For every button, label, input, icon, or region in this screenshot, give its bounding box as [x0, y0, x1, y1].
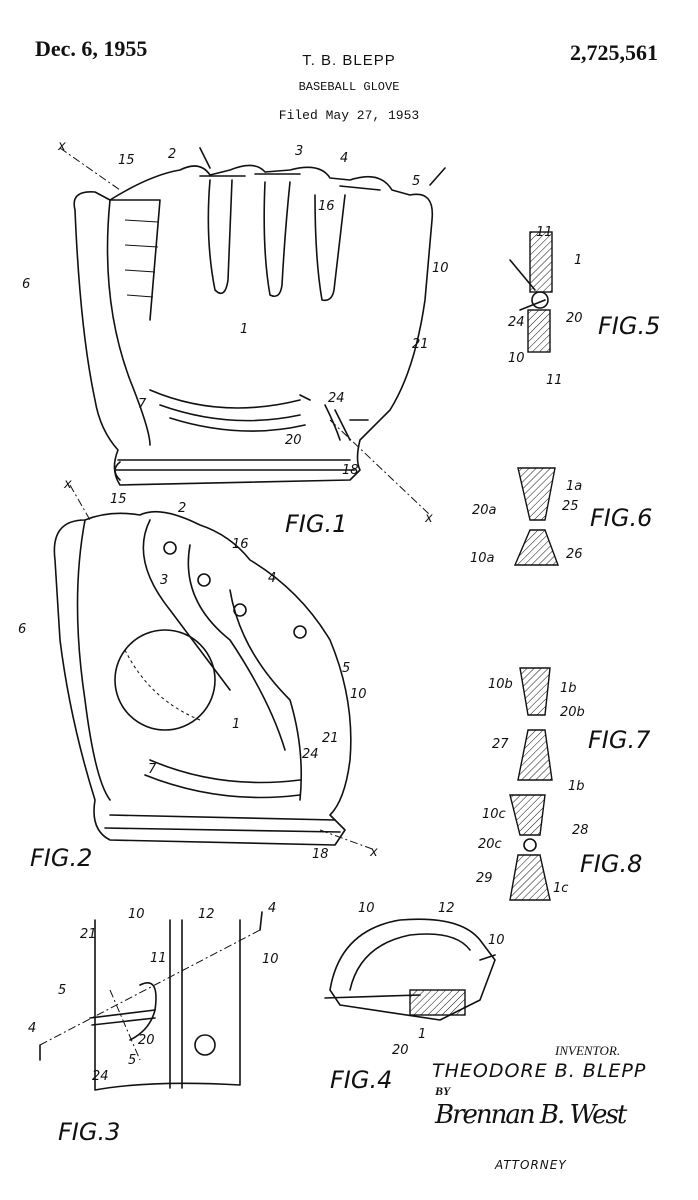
fig3-reference-numeral: 5 — [58, 983, 66, 998]
fig6-label: FIG.6 — [590, 504, 652, 532]
fig5-reference-numeral: 11 — [546, 373, 563, 388]
attorney-signature: Brennan B. West — [435, 1100, 627, 1130]
fig5-reference-numeral: 24 — [508, 315, 525, 330]
fig7-reference-numeral: 10b — [488, 677, 513, 692]
fig3-reference-numeral: 5 — [128, 1053, 136, 1068]
fig8-label: FIG.8 — [580, 850, 642, 878]
fig3-detail-drawing — [39, 911, 263, 1091]
fig2-reference-numeral: 18 — [312, 847, 329, 862]
fig6-section-drawing — [513, 467, 560, 566]
fig3-reference-numeral: 10 — [262, 952, 279, 967]
fig8-reference-numeral: 29 — [476, 871, 493, 886]
fig7-section-drawing — [517, 667, 553, 781]
fig3-reference-numeral: 21 — [80, 927, 97, 942]
fig7-reference-numeral: 27 — [492, 737, 509, 752]
fig6-reference-numeral: 10a — [470, 551, 495, 566]
fig7-reference-numeral: 1b — [568, 779, 585, 794]
fig1-reference-numeral: 6 — [22, 277, 30, 292]
fig3-label: FIG.3 — [58, 1118, 120, 1146]
fig2-reference-numeral: 3 — [160, 573, 168, 588]
attorney-label: ATTORNEY — [495, 1158, 567, 1172]
fig7-label: FIG.7 — [588, 726, 651, 754]
fig3-reference-numeral: 11 — [150, 951, 167, 966]
fig2-reference-numeral: 6 — [18, 622, 26, 637]
patent-title: BASEBALL GLOVE — [298, 80, 400, 94]
fig1-reference-numeral: 16 — [318, 199, 335, 214]
inventor-label: INVENTOR. — [555, 1043, 621, 1058]
fig1-reference-numeral: 10 — [432, 261, 449, 276]
fig4-reference-numeral: 1 — [418, 1027, 426, 1042]
fig2-reference-numeral: x — [369, 845, 378, 860]
patent-number: 2,725,561 — [570, 40, 658, 65]
fig8-section-drawing — [509, 794, 551, 901]
fig1-label: FIG.1 — [285, 510, 347, 538]
fig1-reference-numeral: 4 — [340, 151, 348, 166]
fig2-reference-numeral: 10 — [350, 687, 367, 702]
fig1-reference-numeral: 7 — [138, 397, 147, 412]
fig5-section-drawing — [509, 231, 553, 353]
fig2-reference-numeral: 16 — [232, 537, 249, 552]
inventor-name: THEODORE B. BLEPP — [432, 1060, 647, 1082]
fig4-reference-numeral: 12 — [438, 901, 455, 916]
fig1-reference-numeral: x — [57, 139, 66, 154]
inventor-short-name: T. B. BLEPP — [302, 52, 396, 69]
fig2-reference-numeral: 15 — [110, 492, 127, 507]
fig3-reference-numeral: 4 — [268, 901, 276, 916]
fig1-reference-numeral: 20 — [285, 433, 302, 448]
fig6-reference-numeral: 1a — [566, 479, 582, 494]
fig1-reference-numeral: 15 — [118, 153, 135, 168]
fig5-reference-numeral: 11 — [536, 225, 553, 240]
fig2-reference-numeral: 21 — [322, 731, 339, 746]
patent-date: Dec. 6, 1955 — [35, 36, 148, 61]
fig4-reference-numeral: 20 — [392, 1043, 409, 1058]
fig8-reference-numeral: 20c — [478, 837, 502, 852]
fig2-reference-numeral: 24 — [302, 747, 319, 762]
fig2-label: FIG.2 — [30, 844, 92, 872]
fig7-reference-numeral: 20b — [560, 705, 585, 720]
fig1-reference-numeral: 18 — [342, 463, 359, 478]
fig1-reference-numeral: 3 — [295, 144, 303, 159]
fig2-reference-numeral: 7 — [148, 762, 157, 777]
fig3-reference-numeral: 12 — [198, 907, 215, 922]
fig6-reference-numeral: 25 — [562, 499, 579, 514]
fig3-reference-numeral: 10 — [128, 907, 145, 922]
fig1-reference-numeral: 24 — [328, 391, 345, 406]
fig6-reference-numeral: 26 — [566, 547, 583, 562]
fig8-reference-numeral: 28 — [572, 823, 589, 838]
fig7-reference-numeral: 1b — [560, 681, 577, 696]
fig3-reference-numeral: 24 — [92, 1069, 109, 1084]
fig1-reference-numeral: 1 — [240, 322, 248, 337]
fig4-section-drawing — [324, 918, 496, 1021]
fig6-reference-numeral: 20a — [472, 503, 497, 518]
fig2-reference-numeral: 1 — [232, 717, 240, 732]
fig5-reference-numeral: 10 — [508, 351, 525, 366]
fig3-reference-numeral: 20 — [138, 1033, 155, 1048]
fig1-reference-numeral: x — [424, 511, 433, 526]
fig4-label: FIG.4 — [330, 1066, 392, 1094]
fig2-reference-numeral: 4 — [268, 571, 276, 586]
fig1-glove-drawing — [59, 147, 446, 516]
fig1-reference-numeral: 21 — [412, 337, 429, 352]
fig5-label: FIG.5 — [598, 312, 660, 340]
fig4-reference-numeral: 10 — [358, 901, 375, 916]
fig8-reference-numeral: 10c — [482, 807, 506, 822]
fig3-reference-numeral: 4 — [28, 1021, 36, 1036]
fig1-reference-numeral: 5 — [412, 174, 420, 189]
fig5-reference-numeral: 1 — [574, 253, 582, 268]
by-label: BY — [435, 1084, 451, 1098]
fig2-reference-numeral: 5 — [342, 661, 350, 676]
fig4-reference-numeral: 10 — [488, 933, 505, 948]
filed-date: Filed May 27, 1953 — [278, 108, 420, 123]
fig1-reference-numeral: 2 — [168, 147, 176, 162]
fig8-reference-numeral: 1c — [553, 881, 568, 896]
fig2-reference-numeral: 2 — [178, 501, 186, 516]
fig2-glove-drawing — [53, 484, 376, 851]
fig5-reference-numeral: 20 — [566, 311, 583, 326]
fig2-reference-numeral: x — [63, 477, 72, 492]
